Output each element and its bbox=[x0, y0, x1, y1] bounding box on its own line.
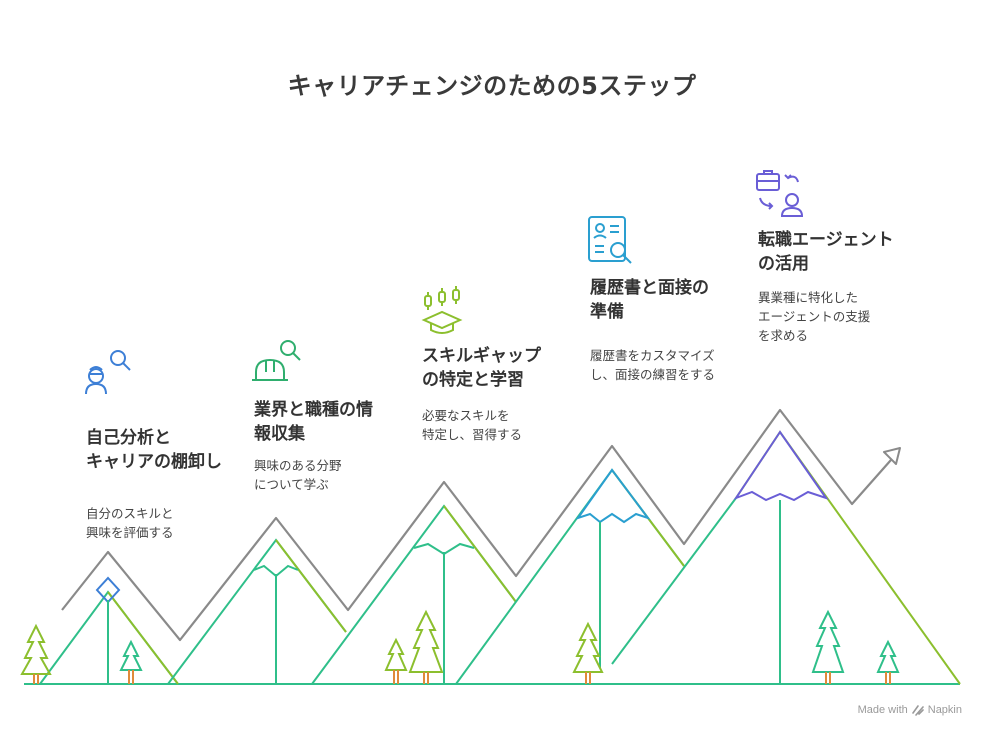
tree-3 bbox=[384, 637, 408, 684]
person-search-icon bbox=[85, 350, 131, 395]
arrow-head-icon bbox=[883, 447, 901, 465]
resume-search-icon bbox=[588, 216, 632, 264]
step-5-title: 転職エージェントの活用 bbox=[758, 230, 894, 274]
tree-5 bbox=[572, 621, 604, 684]
step-1-desc: 自分のスキルと興味を評価する bbox=[86, 506, 174, 540]
step-4-title: 履歴書と面接の準備 bbox=[590, 278, 709, 322]
tree-2 bbox=[119, 639, 143, 684]
page-title: キャリアチェンジのための5ステップ bbox=[287, 72, 697, 100]
candlestick-graduation-icon bbox=[421, 286, 463, 334]
mountain-4 bbox=[455, 468, 737, 685]
brand-prefix: Made with bbox=[857, 704, 908, 716]
step-2-desc: 興味のある分野について学ぶ bbox=[254, 458, 342, 492]
napkin-logo-icon bbox=[911, 705, 924, 716]
step-5-desc: 異業種に特化したエージェントの支援を求める bbox=[758, 290, 871, 343]
tree-4 bbox=[408, 609, 444, 684]
mountain-3 bbox=[311, 504, 517, 685]
briefcase-exchange-icon bbox=[756, 170, 804, 217]
brand-name: Napkin bbox=[927, 704, 962, 716]
step-2-title: 業界と職種の情報収集 bbox=[254, 400, 373, 444]
mountain-5 bbox=[733, 430, 961, 685]
step-1-title: 自己分析とキャリアの棚卸し bbox=[86, 428, 222, 472]
napkin-brand: Made with Napkin bbox=[858, 704, 962, 716]
step-3-desc: 必要なスキルを特定し、習得する bbox=[422, 408, 523, 442]
progress-path bbox=[61, 408, 899, 642]
mountain-2 bbox=[167, 538, 347, 685]
step-4-desc: 履歴書をカスタマイズし、面接の練習をする bbox=[590, 348, 716, 382]
tree-7 bbox=[876, 639, 900, 684]
hardhat-search-icon bbox=[252, 340, 301, 381]
mountain-1 bbox=[39, 576, 179, 685]
tree-6 bbox=[811, 609, 845, 684]
tree-1 bbox=[20, 623, 52, 684]
step-3-title: スキルギャップの特定と学習 bbox=[422, 346, 541, 390]
